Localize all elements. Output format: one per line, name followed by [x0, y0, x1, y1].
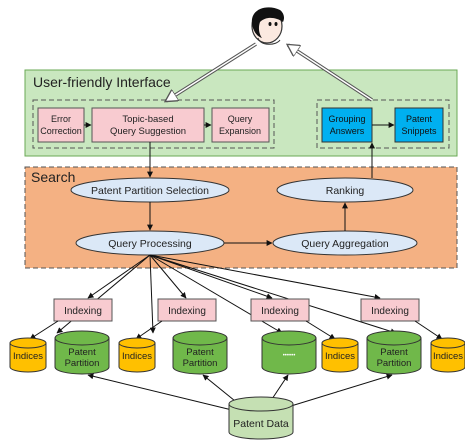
svg-text:Indexing: Indexing — [168, 306, 206, 317]
svg-text:Patent: Patent — [68, 347, 96, 358]
svg-text:Partition: Partition — [183, 358, 218, 369]
svg-text:Patent: Patent — [186, 347, 214, 358]
indices-cylinder-1: Indices — [9, 337, 47, 373]
indices-cylinder-2: Indices — [118, 337, 156, 373]
svg-text:Answers: Answers — [330, 126, 365, 136]
topic-query-suggestion-box: Topic-based Query Suggestion — [91, 107, 205, 143]
grouping-answers-box: Grouping Answers — [321, 107, 373, 143]
indexing-box-2: Indexing — [157, 298, 217, 322]
partition-cylinder-ellipsis: •••••• — [261, 330, 317, 375]
svg-text:Patent: Patent — [380, 347, 408, 358]
svg-text:Patent Partition Selection: Patent Partition Selection — [91, 185, 209, 197]
svg-text:Expansion: Expansion — [219, 126, 261, 136]
svg-text:Query Aggregation: Query Aggregation — [301, 238, 389, 250]
query-aggregation-node: Query Aggregation — [272, 230, 418, 256]
user-avatar-icon — [251, 7, 284, 45]
svg-text:Partition: Partition — [65, 358, 100, 369]
svg-text:Indexing: Indexing — [371, 306, 409, 317]
svg-text:Topic-based: Topic-based — [122, 114, 173, 125]
svg-text:Indices: Indices — [13, 351, 43, 362]
svg-text:Partition: Partition — [377, 358, 412, 369]
fanout-arrows — [56, 254, 397, 335]
svg-text:Indices: Indices — [122, 351, 152, 362]
indexing-box-1: Indexing — [53, 298, 113, 322]
svg-text:Grouping: Grouping — [328, 114, 365, 124]
partition-selection-node: Patent Partition Selection — [70, 177, 230, 203]
patent-snippets-box: Patent Snippets — [394, 107, 444, 143]
svg-text:Indices: Indices — [433, 351, 463, 362]
indices-cylinder-3: Indices — [321, 337, 359, 373]
index-to-indices-arrows — [29, 320, 443, 340]
svg-text:Query Processing: Query Processing — [108, 238, 192, 250]
patent-data-cylinder: Patent Data — [228, 396, 294, 440]
query-processing-node: Query Processing — [75, 230, 225, 256]
svg-text:Indexing: Indexing — [261, 306, 299, 317]
svg-text:Ranking: Ranking — [326, 185, 365, 197]
svg-text:Snippets: Snippets — [401, 126, 437, 136]
interface-title: User-friendly Interface — [33, 74, 171, 90]
partition-cylinder-2: Patent Partition — [172, 330, 228, 375]
search-title: Search — [31, 169, 75, 185]
svg-text:Indices: Indices — [325, 351, 355, 362]
svg-text:Patent Data: Patent Data — [233, 418, 289, 430]
indices-cylinder-4: Indices — [430, 337, 465, 373]
svg-text:Query Suggestion: Query Suggestion — [110, 126, 186, 137]
svg-text:Indexing: Indexing — [64, 306, 102, 317]
indexing-box-4: Indexing — [360, 298, 420, 322]
partition-cylinder-4: Patent Partition — [366, 330, 422, 375]
svg-text:••••••: •••••• — [283, 353, 296, 359]
error-correction-box: Error Correction — [37, 107, 85, 143]
svg-text:Query: Query — [228, 114, 253, 124]
query-expansion-box: Query Expansion — [211, 107, 270, 143]
svg-text:Correction: Correction — [40, 126, 82, 136]
ranking-node: Ranking — [276, 177, 414, 203]
indexing-box-3: Indexing — [250, 298, 310, 322]
svg-text:Patent: Patent — [406, 114, 433, 124]
partition-cylinder-1: Patent Partition — [54, 330, 110, 375]
svg-text:Error: Error — [51, 114, 71, 124]
